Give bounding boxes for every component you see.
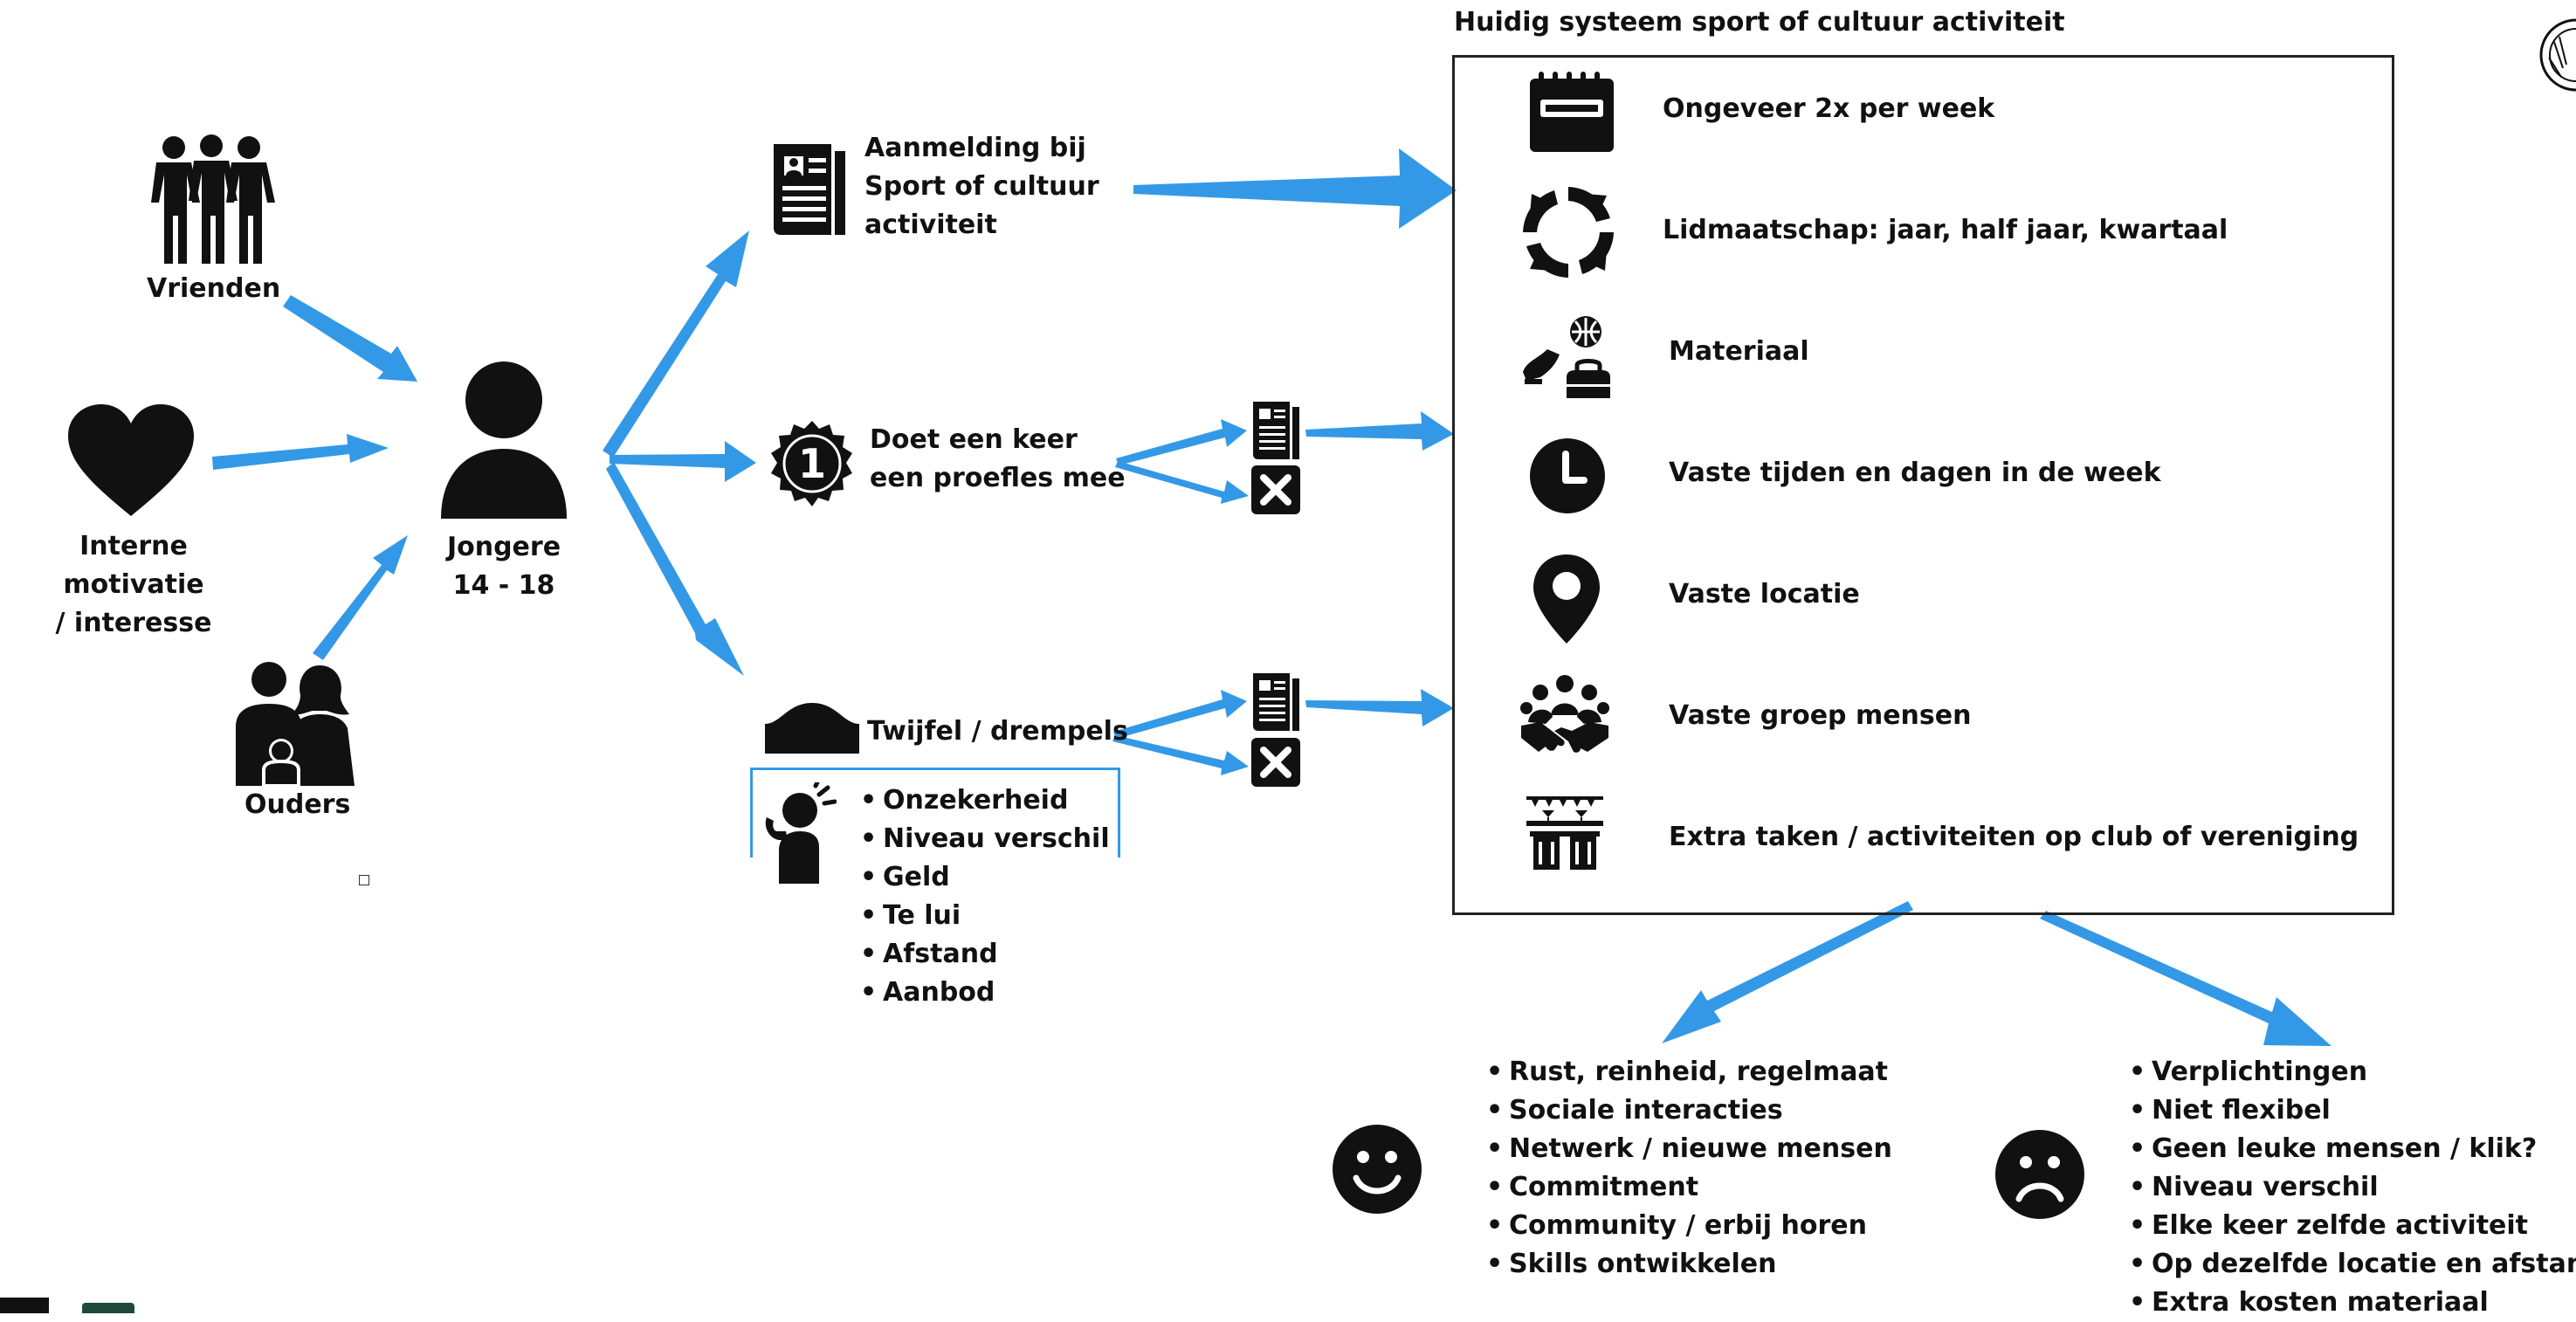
arrow-twijfel-to-ja — [1113, 690, 1247, 739]
arrow-vrienden-to-jongere — [283, 295, 417, 382]
list-item: Skills ontwikkelen — [1484, 1245, 1892, 1284]
system-row-label: Materiaal — [1669, 336, 1809, 367]
system-row-label: Lidmaatschap: jaar, half jaar, kwartaal — [1663, 215, 2228, 245]
sports-gear-icon — [1521, 314, 1612, 398]
cycle-icon — [1519, 183, 1617, 281]
twijfel-label: Twijfel / drempels — [867, 716, 1128, 747]
aanmelding-line-1: Aanmelding bij — [864, 133, 1086, 163]
list-item: Niveau verschil — [858, 820, 1110, 858]
footer-logo-right — [82, 1303, 134, 1313]
list-item: Op dezelfde locatie en afstand — [2127, 1245, 2576, 1284]
friends-icon — [142, 134, 280, 264]
list-item: Onzekerheid — [858, 781, 1110, 820]
jongere-line-1: Jongere — [446, 532, 561, 562]
list-item: Niet flexibel — [2127, 1091, 2576, 1130]
arrow-aanmelding-to-system — [1133, 148, 1457, 229]
arrow-jongere-to-twijfel — [606, 462, 744, 676]
ouders-label: Ouders — [245, 789, 351, 820]
group-handshake-icon — [1519, 673, 1610, 757]
arrow-motivatie-to-jongere — [212, 434, 389, 470]
motivatie-label: Interne motivatie / interesse — [9, 527, 258, 643]
proefles-label: Doet een keer een proefles mee — [870, 421, 1126, 498]
negatives-list: Verplichtingen Niet flexibel Geen leuke … — [2127, 1053, 2576, 1322]
clock-icon — [1528, 437, 1607, 515]
list-item: Te lui — [858, 897, 1110, 935]
drempels-list: Onzekerheid Niveau verschil Geld Te lui … — [858, 781, 1110, 1012]
smiley-sad-icon — [1994, 1129, 2085, 1220]
system-row-label: Vaste groep mensen — [1669, 700, 1972, 731]
system-row-label: Vaste locatie — [1669, 579, 1860, 609]
cross-box-icon — [1251, 738, 1300, 787]
footer-logo-left — [0, 1298, 49, 1313]
list-item: Rust, reinheid, regelmaat — [1484, 1053, 1892, 1091]
system-row-label: Vaste tijden en dagen in de week — [1669, 458, 2161, 488]
smiley-happy-icon — [1332, 1124, 1422, 1215]
cross-box-icon — [1251, 465, 1300, 514]
list-item: Geen leuke mensen / klik? — [2127, 1130, 2576, 1168]
list-item: Niveau verschil — [2127, 1168, 2576, 1207]
registration-form-icon — [770, 137, 847, 235]
system-row-label: Extra taken / activiteiten op club of ve… — [1669, 822, 2359, 852]
list-item: Community / erbij horen — [1484, 1207, 1892, 1245]
arrow-system-to-positives — [1662, 901, 1913, 1043]
arrow-proefles-to-ja — [1116, 419, 1247, 465]
list-item: Extra kosten materiaal — [2127, 1284, 2576, 1322]
drempels-bracket — [750, 768, 1120, 857]
parents-icon — [229, 660, 356, 786]
list-item: Geld — [858, 858, 1110, 897]
list-item: Commitment — [1484, 1168, 1892, 1207]
threshold-icon — [765, 699, 859, 754]
number-one-badge-icon: 1 — [768, 421, 856, 508]
calendar-icon — [1528, 70, 1615, 154]
arrow-ouders-to-jongere — [313, 535, 408, 660]
arrow-twijfel-ja-to-system — [1305, 689, 1454, 726]
motivatie-line-2: / interesse — [55, 608, 212, 638]
list-item: Elke keer zelfde activiteit — [2127, 1207, 2576, 1245]
vrienden-label: Vrienden — [147, 273, 281, 304]
club-bar-icon — [1525, 795, 1605, 870]
location-pin-icon — [1532, 553, 1601, 645]
list-item: Verplichtingen — [2127, 1053, 2576, 1091]
aanmelding-label: Aanmelding bij Sport of cultuur activite… — [864, 129, 1099, 244]
arrow-proefles-ja-to-system — [1305, 411, 1454, 451]
positives-list: Rust, reinheid, regelmaat Sociale intera… — [1484, 1053, 1892, 1284]
arrow-twijfel-to-nee — [1112, 735, 1249, 775]
jongere-line-2: 14 - 18 — [452, 570, 555, 601]
aanmelding-line-2: Sport of cultuur — [864, 171, 1099, 202]
list-item: Netwerk / nieuwe mensen — [1484, 1130, 1892, 1168]
list-item: Aanbod — [858, 974, 1110, 1012]
system-row-label: Ongeveer 2x per week — [1663, 93, 1995, 124]
document-small-icon — [1251, 398, 1300, 459]
heart-icon — [66, 404, 196, 520]
seal-logo-icon — [2537, 16, 2576, 94]
confused-person-icon — [761, 782, 837, 884]
arrow-jongere-to-proefles — [610, 441, 756, 482]
proefles-badge-number: 1 — [798, 440, 826, 487]
list-item: Afstand — [858, 935, 1110, 974]
proefles-line-1: Doet een keer — [870, 424, 1078, 455]
jongere-label: Jongere 14 - 18 — [425, 528, 582, 605]
system-title: Huidig systeem sport of cultuur activite… — [1454, 7, 2065, 38]
arrow-proefles-to-nee — [1115, 461, 1249, 504]
arrow-jongere-to-aanmelding — [603, 231, 749, 458]
list-item: Sociale interacties — [1484, 1091, 1892, 1130]
arrow-system-to-negatives — [2040, 911, 2331, 1046]
proefles-line-2: een proefles mee — [870, 463, 1126, 493]
small-square-marker — [359, 875, 369, 885]
system-box — [1452, 55, 2394, 915]
document-small-icon — [1251, 670, 1300, 731]
aanmelding-line-3: activiteit — [864, 210, 997, 240]
person-icon — [441, 361, 567, 519]
motivatie-line-1: Interne motivatie — [63, 531, 204, 600]
